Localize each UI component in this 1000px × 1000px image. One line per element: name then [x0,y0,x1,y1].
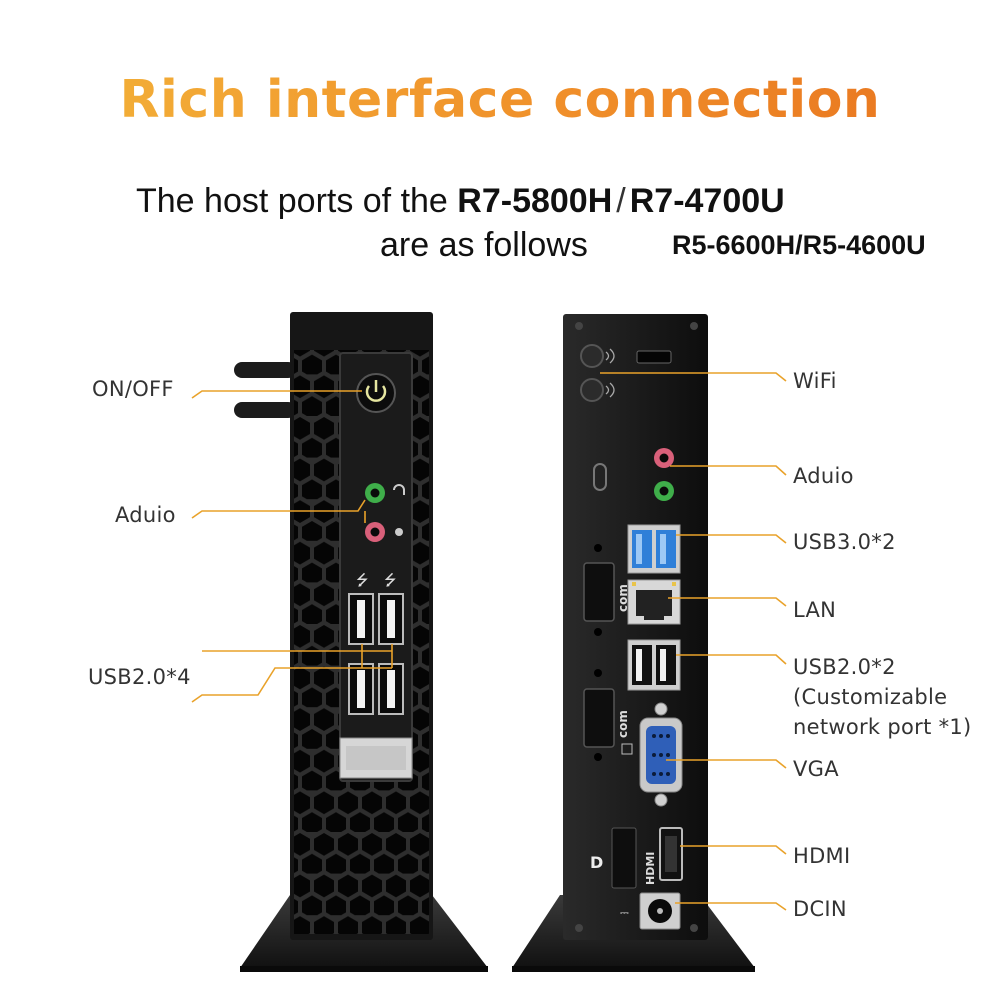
callout-rear-audio [670,465,787,476]
callout-wifi [600,372,787,382]
front-panel [339,352,413,782]
label-usb30: USB3.0*2 [793,530,896,554]
label-dcin: DCIN [793,897,847,921]
com-marking-2: com [616,710,630,738]
rear-usb20-ports [627,639,681,691]
subheadline-models-2: R5-6600H/R5-4600U [672,230,926,260]
wifi-antenna-connector-icon [580,378,604,402]
subheadline-prefix: The host ports of the [136,182,448,220]
power-button-icon [356,373,396,413]
callout-hdmi [680,845,787,855]
com-port-1-icon [583,562,615,622]
rear-usb30-ports [627,524,681,574]
callout-front-usb-2 [191,667,392,703]
model-a: R7-5800H [457,182,613,220]
front-usb20-ports [348,593,404,715]
mic-icon [395,528,403,536]
antenna-top [234,362,296,378]
label-rear-usb20-note-2: network port *1) [793,715,972,739]
callout-front-audio [191,499,366,519]
subheadline-line2: are as follows [380,226,588,264]
subheadline-line1: The host ports of the R7-5800H/R7-4700U [136,182,785,221]
callout-rear-usb20 [676,654,787,665]
hdmi-marking: HDMI [644,852,657,885]
antenna-bottom [234,402,296,418]
kensington-lock-icon [636,350,672,364]
label-front-audio: Aduio [115,503,176,527]
com-marking-1: com [616,584,630,612]
callout-usb30 [676,534,787,544]
displayport-icon [611,827,637,889]
label-onoff: ON/OFF [92,377,174,401]
label-rear-usb20-note-1: (Customizable [793,685,948,709]
label-wifi: WiFi [793,369,837,393]
model-separator: / [616,182,626,220]
rear-vga-port [639,702,683,807]
model-b: R7-4700U [629,182,785,220]
callout-lan [668,597,787,607]
label-rear-usb20: USB2.0*2 [793,655,896,679]
usb-symbol-icon: ⭍ [384,571,397,589]
rear-lan-port [627,579,681,625]
label-hdmi: HDMI [793,844,851,868]
rear-unit: com com [512,314,755,972]
front-unit: ⭍ ⭍ [234,312,488,972]
callout-dcin [675,902,787,911]
dc-symbol-icon: ⎓ [620,906,629,919]
callout-lines [191,372,787,911]
headphone-icon [393,484,405,495]
page-headline: Rich interface connection [0,70,1000,130]
label-vga: VGA [793,757,839,781]
reset-button-icon [593,463,607,491]
vga-symbol-icon [621,743,633,755]
com-port-2-icon [583,688,615,748]
wifi-antenna-connector-icon [580,344,604,368]
callout-vga [666,759,787,769]
label-front-usb20: USB2.0*4 [88,665,191,689]
label-rear-audio: Aduio [793,464,854,488]
label-rear-usb20-block: USB2.0*2 (Customizable network port *1) [793,652,972,742]
callout-onoff [191,390,362,399]
label-lan: LAN [793,598,837,622]
usb-symbol-icon: ⭍ [356,571,369,589]
dp-symbol-icon: D [590,853,603,872]
